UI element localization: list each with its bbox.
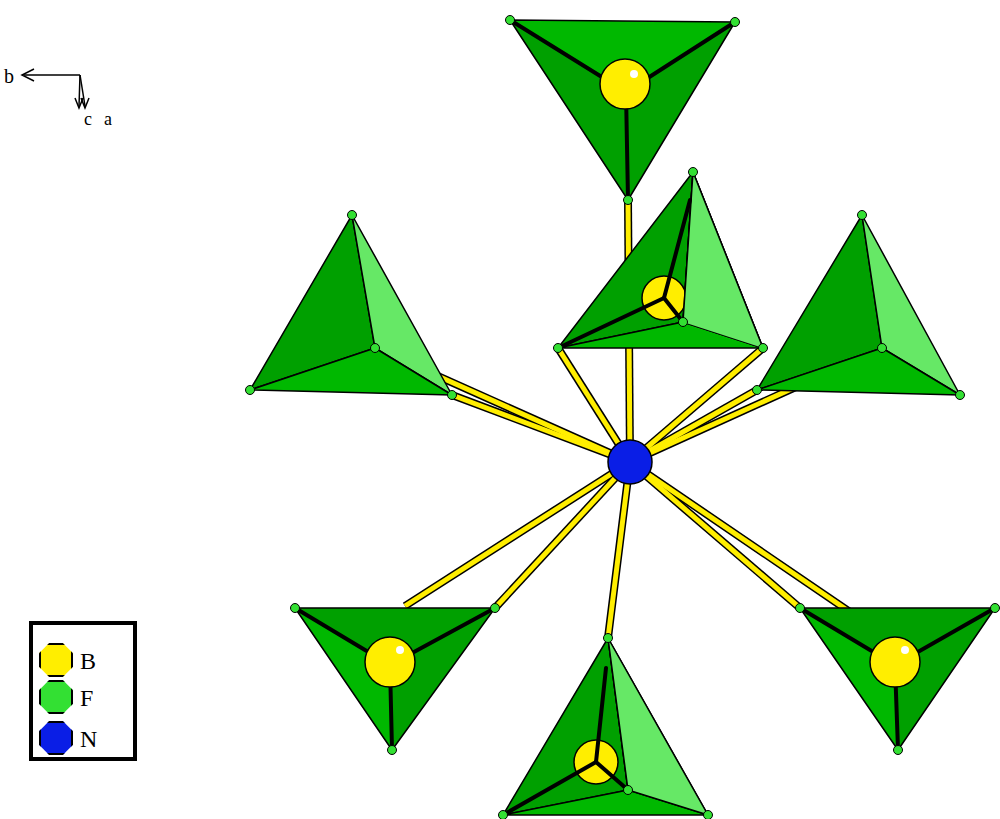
bf4-tetrahedron [506,16,740,205]
bf4-tetrahedron [796,604,1000,755]
legend-text: N [80,727,97,751]
axis-arrows [22,69,89,108]
bf4-tetrahedron [554,168,768,353]
bf4-tetrahedron [246,211,457,400]
axis-label: c [84,110,92,128]
legend-text: B [80,649,96,673]
bf4-tetrahedron [753,211,965,400]
nitrogen-atom [608,440,652,484]
legend-text: F [80,686,93,710]
bf4-tetrahedron [499,634,713,819]
axis-label: a [104,110,112,128]
bf4-tetrahedron [291,604,500,755]
legend-frame [31,623,135,759]
axis-label: b [4,66,14,86]
